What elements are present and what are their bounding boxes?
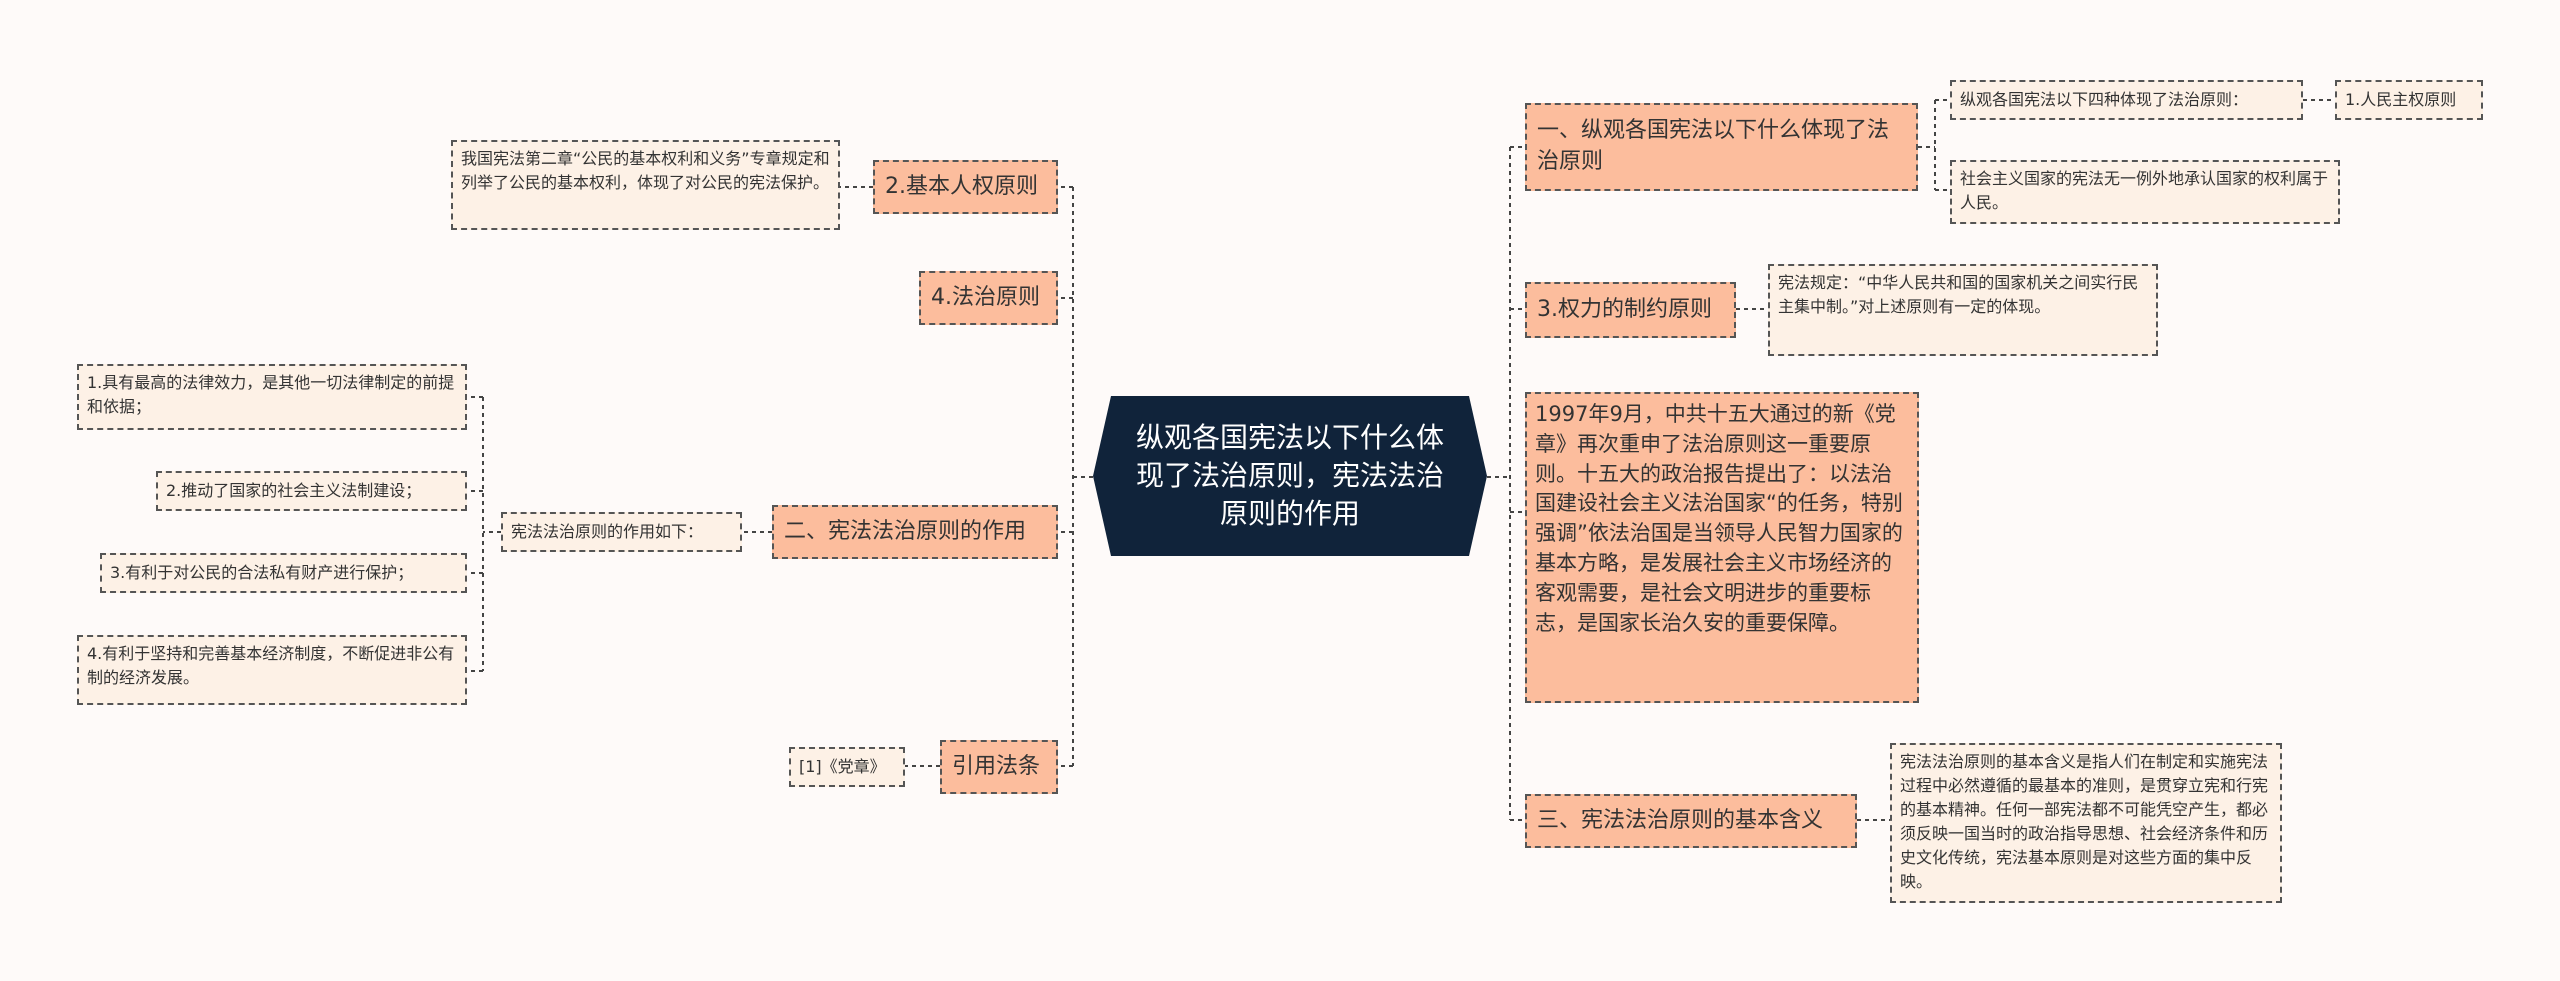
branch-label: 4.法治原则 [931,284,1040,310]
leaf-label: [1]《党章》 [799,757,886,776]
leaf-label: 纵观各国宪法以下四种体现了法治原则： [1960,90,2249,109]
leaf-role-item-4[interactable]: 4.有利于坚持和完善基本经济制度，不断促进非公有制的经济发展。 [77,635,467,705]
leaf-label: 宪法法治原则的作用如下： [511,522,704,541]
leaf-roles-heading[interactable]: 宪法法治原则的作用如下： [501,512,742,552]
branch-role-of-principle[interactable]: 二、宪法法治原则的作用 [772,505,1058,559]
leaf-basic-meaning-detail[interactable]: 宪法法治原则的基本含义是指人们在制定和实施宪法过程中必然遵循的最基本的准则，是贯… [1890,743,2282,903]
paragraph-party-constitution-1997[interactable]: 1997年9月，中共十五大通过的新《党章》再次重申了法治原则这一重要原则。十五大… [1525,392,1919,703]
leaf-role-item-1[interactable]: 1.具有最高的法律效力，是其他一切法律制定的前提和依据； [77,364,467,430]
branch-constitution-rule-of-law[interactable]: 一、纵观各国宪法以下什么体现了法治原则 [1525,103,1918,191]
branch-label: 一、纵观各国宪法以下什么体现了法治原则 [1537,118,1890,174]
leaf-label: 宪法规定：“中华人民共和国的国家机关之间实行民主集中制。”对上述原则有一定的体现… [1778,273,2139,316]
leaf-role-item-3[interactable]: 3.有利于对公民的合法私有财产进行保护； [100,553,467,593]
leaf-four-principles[interactable]: 纵观各国宪法以下四种体现了法治原则： [1950,80,2303,120]
leaf-label: 我国宪法第二章“公民的基本权利和义务”专章规定和列举了公民的基本权利，体现了对公… [461,149,830,192]
branch-basic-human-rights[interactable]: 2.基本人权原则 [873,160,1058,214]
leaf-label: 1.人民主权原则 [2345,90,2457,109]
branch-checks-and-balances[interactable]: 3.权力的制约原则 [1525,282,1736,338]
paragraph-text: 1997年9月，中共十五大通过的新《党章》再次重申了法治原则这一重要原则。十五大… [1535,402,1903,635]
branch-rule-of-law-principle[interactable]: 4.法治原则 [919,271,1058,325]
leaf-democratic-centralism[interactable]: 宪法规定：“中华人民共和国的国家机关之间实行民主集中制。”对上述原则有一定的体现… [1768,264,2158,356]
central-topic-label: 纵观各国宪法以下什么体现了法治原则，宪法法治原则的作用 [1135,421,1444,530]
leaf-label: 社会主义国家的宪法无一例外地承认国家的权利属于人民。 [1960,169,2329,212]
branch-label: 2.基本人权原则 [885,173,1038,199]
branch-label: 3.权力的制约原则 [1537,296,1712,322]
branch-cited-articles[interactable]: 引用法条 [940,740,1058,794]
leaf-socialist-state-power[interactable]: 社会主义国家的宪法无一例外地承认国家的权利属于人民。 [1950,160,2340,224]
branch-label: 引用法条 [952,753,1041,779]
leaf-label: 2.推动了国家的社会主义法制建设； [166,481,422,500]
leaf-label: 宪法法治原则的基本含义是指人们在制定和实施宪法过程中必然遵循的最基本的准则，是贯… [1900,752,2269,891]
branch-label: 三、宪法法治原则的基本含义 [1537,807,1824,833]
branch-basic-meaning[interactable]: 三、宪法法治原则的基本含义 [1525,794,1857,848]
leaf-label: 1.具有最高的法律效力，是其他一切法律制定的前提和依据； [87,373,455,416]
leaf-party-constitution-citation[interactable]: [1]《党章》 [789,747,905,787]
leaf-label: 4.有利于坚持和完善基本经济制度，不断促进非公有制的经济发展。 [87,644,455,687]
leaf-human-rights-detail[interactable]: 我国宪法第二章“公民的基本权利和义务”专章规定和列举了公民的基本权利，体现了对公… [451,140,840,230]
central-topic[interactable]: 纵观各国宪法以下什么体现了法治原则，宪法法治原则的作用 [1093,396,1487,556]
branch-label: 二、宪法法治原则的作用 [784,518,1027,544]
leaf-popular-sovereignty[interactable]: 1.人民主权原则 [2335,80,2483,120]
leaf-role-item-2[interactable]: 2.推动了国家的社会主义法制建设； [156,471,467,511]
leaf-label: 3.有利于对公民的合法私有财产进行保护； [110,563,414,582]
